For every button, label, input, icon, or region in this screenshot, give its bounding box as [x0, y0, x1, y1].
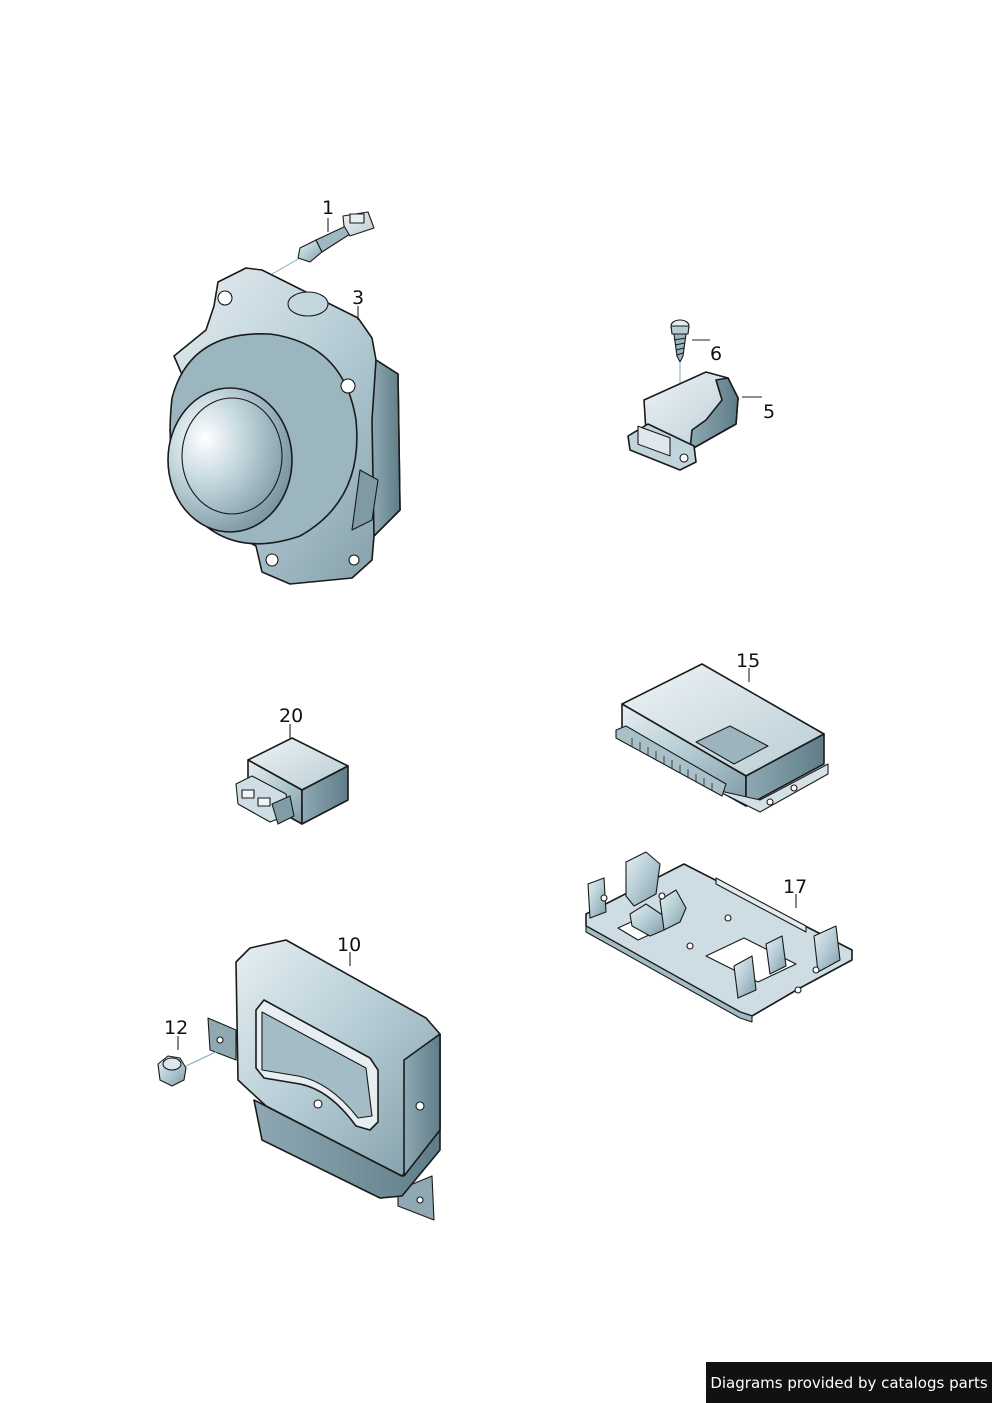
callout-20: 20: [279, 705, 303, 727]
part-15-control-unit: [615, 663, 829, 813]
callout-6: 6: [710, 343, 722, 365]
leader-lines: [177, 218, 797, 1050]
callout-17: 17: [783, 876, 807, 898]
callout-3: 3: [352, 287, 364, 309]
callout-5: 5: [763, 401, 775, 423]
connector-pins: [631, 738, 713, 791]
part-10-control-unit-housing: [207, 939, 441, 1221]
part-3-dome-housing: [167, 267, 401, 585]
credit-text: Diagrams provided by catalogs parts: [710, 1373, 988, 1392]
part-20-relay-module: [235, 737, 349, 825]
part-5-bracket-module: [627, 371, 739, 471]
part-12-nut: [157, 1049, 221, 1087]
credit-badge: Diagrams provided by catalogs parts: [706, 1362, 992, 1403]
part-6-screw: [670, 319, 690, 452]
part-1-connector: [271, 211, 375, 275]
callout-1: 1: [322, 197, 334, 219]
callout-12: 12: [164, 1017, 188, 1039]
part-17-mounting-bracket: [585, 851, 853, 1023]
callout-10: 10: [337, 934, 361, 956]
callout-15: 15: [736, 650, 760, 672]
